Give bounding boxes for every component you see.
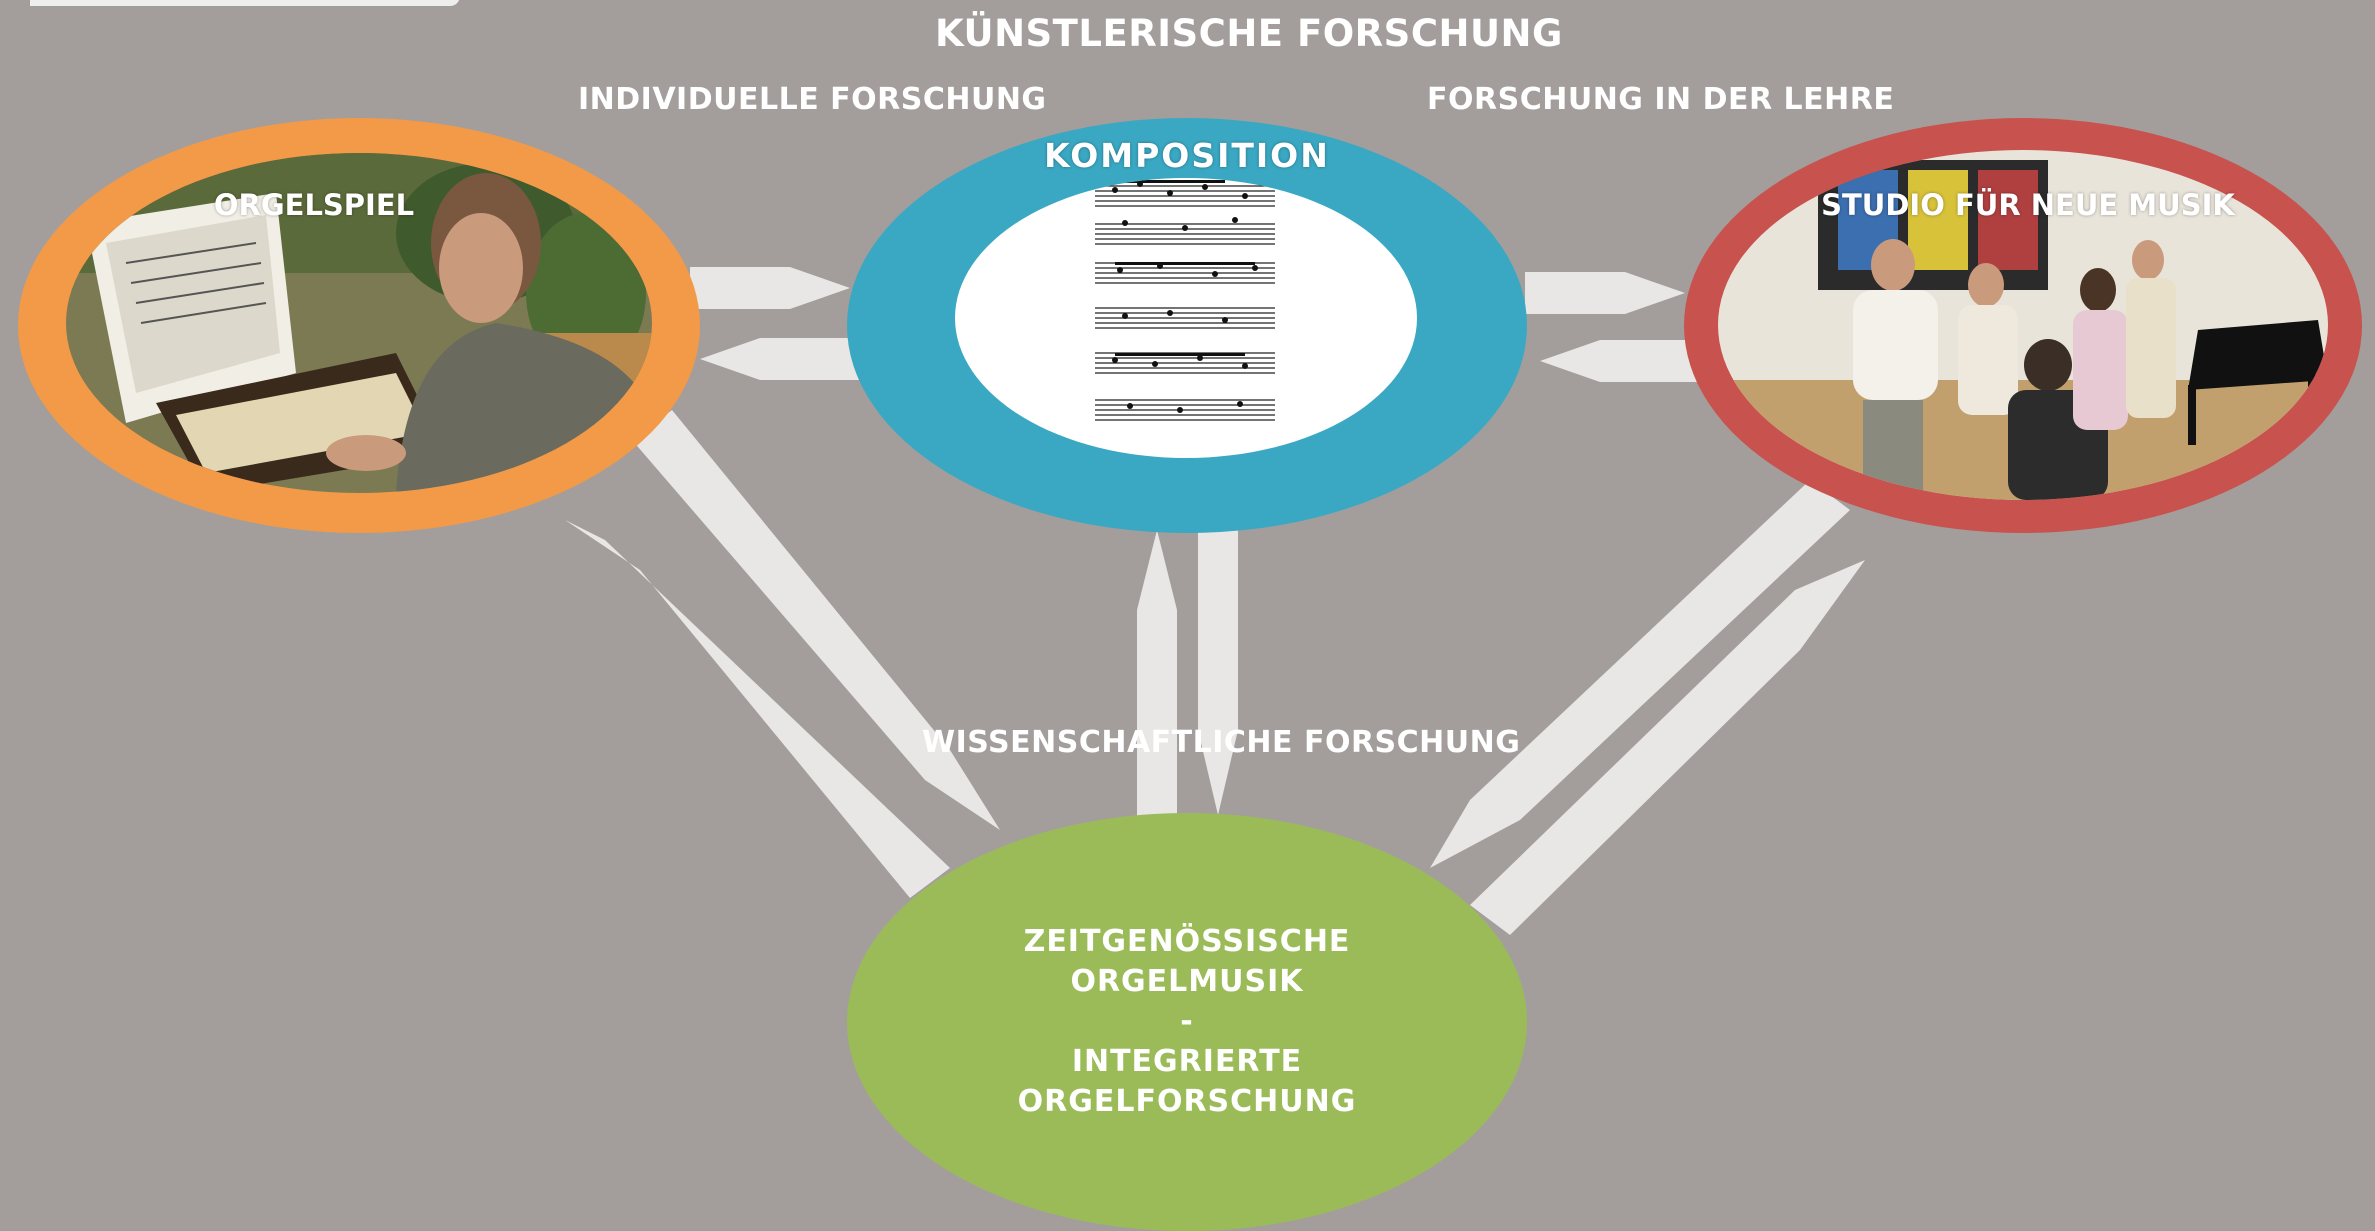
arrow-bottom-to-komposition <box>1137 530 1177 825</box>
arrow-orgelspiel-to-komposition <box>690 267 850 309</box>
arrow-orgelspiel-to-bottom <box>632 410 1000 830</box>
top-left-strip <box>30 0 460 6</box>
sheet-music <box>955 178 1417 458</box>
label-line-4: INTEGRIERTE <box>1071 1044 1303 1079</box>
arrow-komposition-to-orgelspiel <box>700 338 860 380</box>
heading-wissenschaftliche-forschung: WISSENSCHAFTLICHE FORSCHUNG <box>922 725 1521 760</box>
node-studio: STUDIO FÜR NEUE MUSIK <box>1684 118 2362 533</box>
heading-forschung-in-der-lehre: FORSCHUNG IN DER LEHRE <box>1427 82 1895 117</box>
label-line-5: ORGELFORSCHUNG <box>1017 1084 1357 1119</box>
label-komposition: KOMPOSITION <box>1044 136 1330 175</box>
organist-photo <box>66 153 652 493</box>
label-line-3: - <box>1180 1004 1194 1039</box>
studio-photo <box>1718 150 2328 500</box>
arrow-komposition-to-bottom <box>1198 528 1238 815</box>
heading-individuelle-forschung: INDIVIDUELLE FORSCHUNG <box>578 82 1047 117</box>
node-komposition: KOMPOSITION <box>847 118 1527 533</box>
label-line-2: ORGELMUSIK <box>1070 964 1304 999</box>
arrow-bottom-to-orgelspiel <box>565 520 950 898</box>
arrow-komposition-to-studio <box>1525 272 1685 314</box>
arrow-bottom-to-studio <box>1470 560 1865 935</box>
node-orgelspiel: ORGELSPIEL <box>18 118 700 533</box>
label-orgelspiel: ORGELSPIEL <box>213 188 415 222</box>
label-studio-fuer-neue-musik: STUDIO FÜR NEUE MUSIK <box>1821 188 2235 222</box>
arrow-studio-to-bottom <box>1430 480 1850 868</box>
label-line-1: ZEITGENÖSSISCHE <box>1023 924 1351 959</box>
heading-kuenstlerische-forschung: KÜNSTLERISCHE FORSCHUNG <box>935 12 1563 55</box>
arrow-studio-to-komposition <box>1540 340 1700 382</box>
node-zeitgenoessische-orgelmusik: ZEITGENÖSSISCHE ORGELMUSIK - INTEGRIERTE… <box>847 813 1527 1231</box>
